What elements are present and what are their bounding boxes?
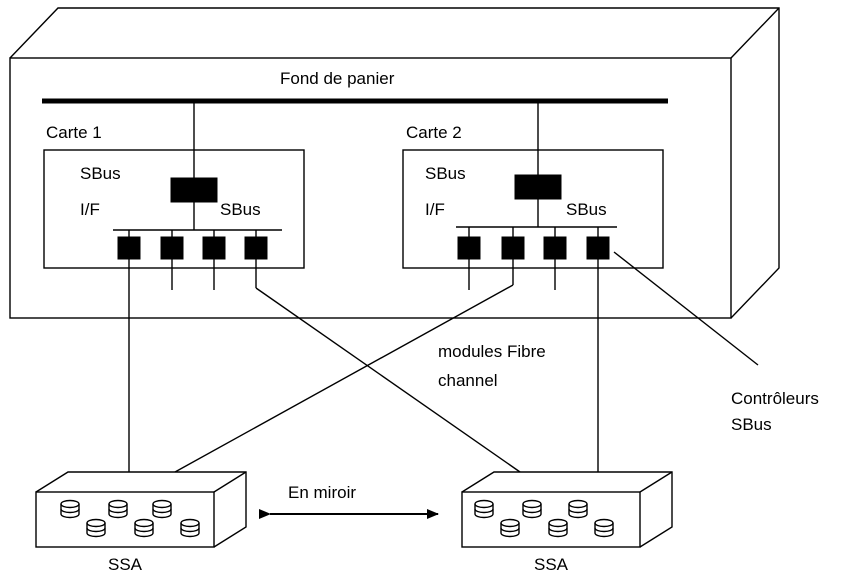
sbus-controller <box>160 236 184 260</box>
sbus-controller <box>117 236 141 260</box>
controllers-callout-line <box>613 251 759 366</box>
controllers-label-2: SBus <box>731 415 772 434</box>
sbus-controller <box>501 236 525 260</box>
card-1-title: Carte 1 <box>46 123 102 142</box>
card-2-interface-label: SBus <box>425 164 466 183</box>
card-2-bus-label: SBus <box>566 200 607 219</box>
backplane-label: Fond de panier <box>280 69 395 88</box>
card-2-interface-label-2: I/F <box>425 200 445 219</box>
ssa-label: SSA <box>108 555 143 574</box>
sbus-controller <box>457 236 481 260</box>
ssa-unit-2: SSA <box>461 471 673 574</box>
disk-icons <box>474 499 614 538</box>
fibre-channel-links <box>128 251 759 473</box>
card-1: Carte 1 SBus I/F SBus <box>43 101 305 290</box>
sbus-controller <box>244 236 268 260</box>
card-2: Carte 2 SBus I/F SBus <box>402 101 664 290</box>
card-1-interface-label-2: I/F <box>80 200 100 219</box>
card-1-interface-label: SBus <box>80 164 121 183</box>
ssa-label: SSA <box>534 555 569 574</box>
fibre-modules-label-2: channel <box>438 371 498 390</box>
mirror-label: En miroir <box>288 483 356 502</box>
card-2-board <box>402 149 664 269</box>
sbus-interface-chip <box>514 174 562 200</box>
disk-icons <box>60 499 200 538</box>
card-2-title: Carte 2 <box>406 123 462 142</box>
sbus-controller <box>202 236 226 260</box>
sbus-controller <box>586 236 610 260</box>
ssa-unit-1: SSA <box>35 471 247 574</box>
sbus-interface-chip <box>170 177 218 203</box>
controllers-label: Contrôleurs <box>731 389 819 408</box>
fibre-modules-label: modules Fibre <box>438 342 546 361</box>
sbus-controller <box>543 236 567 260</box>
card-1-bus-label: SBus <box>220 200 261 219</box>
